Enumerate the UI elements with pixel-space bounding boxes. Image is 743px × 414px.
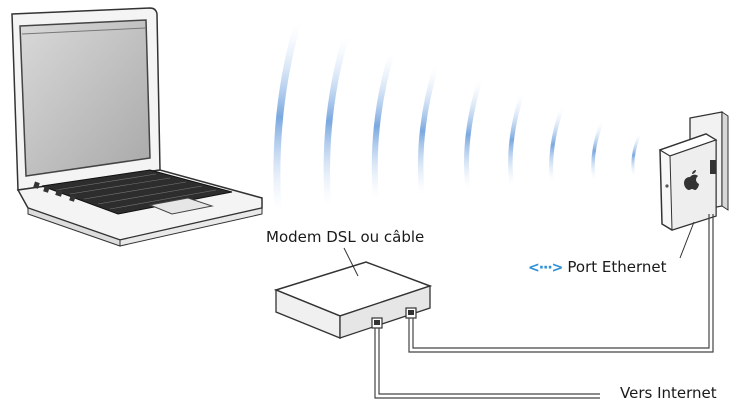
wireless-signal-waves [273,18,642,216]
ethernet-port-text: Port Ethernet [567,258,667,276]
base-station [658,133,718,231]
ethernet-port-label: <···>Port Ethernet [528,258,667,276]
internet-cable [374,328,600,399]
apple-logo-icon [684,170,699,190]
ethernet-port-icon: <···> [528,260,563,276]
ethernet-label-leader [679,221,695,259]
modem-label: Modem DSL ou câble [266,228,425,246]
laptop [11,7,263,247]
modem-label-leader [343,247,359,277]
dsl-cable-modem [273,261,433,339]
ethernet-cable [408,214,714,353]
internet-label: Vers Internet [620,384,717,402]
